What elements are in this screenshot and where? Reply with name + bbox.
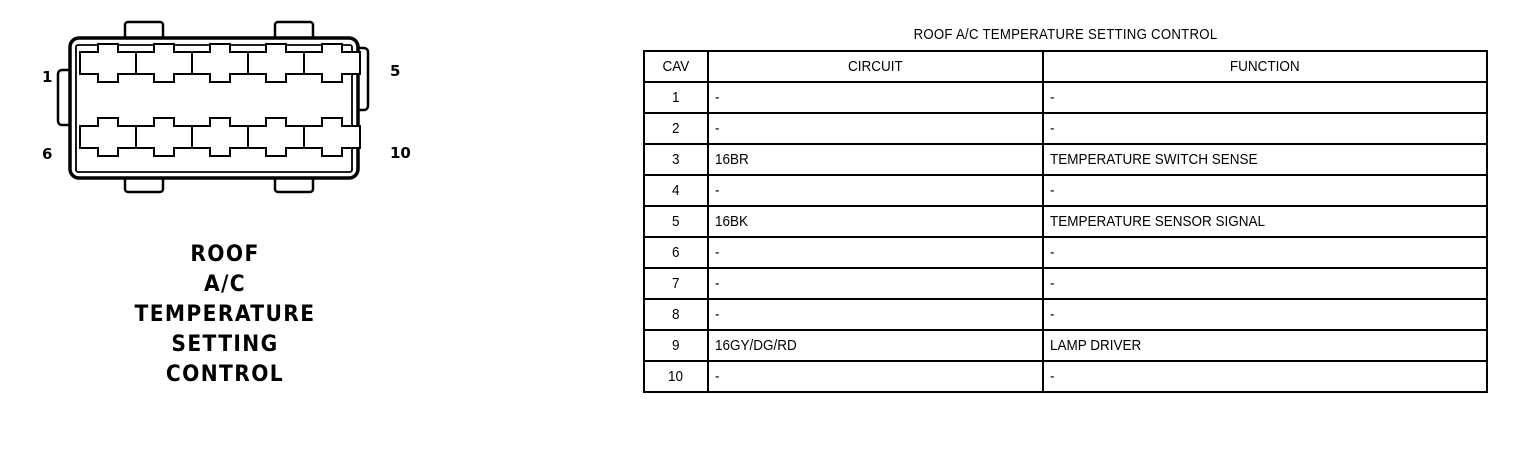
cell-cav: 10 [643, 360, 709, 393]
cell-cav-text: 7 [671, 275, 680, 292]
caption-line-3: TEMPERATURE [134, 302, 316, 327]
caption-line-4: SETTING [171, 332, 279, 357]
cavity-table: CAV CIRCUIT FUNCTION 1 - - 2 - - [643, 50, 1488, 393]
cell-circuit-text: - [715, 368, 720, 385]
cell-circuit: - [707, 236, 1044, 269]
pin-number-bottom-left: 6 [42, 145, 53, 163]
cell-function-text: LAMP DRIVER [1050, 337, 1142, 354]
cell-circuit: - [707, 360, 1044, 393]
cell-cav: 7 [643, 267, 709, 300]
cell-circuit: 16BR [707, 143, 1044, 176]
cell-function-text: TEMPERATURE SENSOR SIGNAL [1050, 213, 1266, 230]
table-row: 7 - - [643, 267, 1488, 300]
cell-circuit: - [707, 298, 1044, 331]
cell-circuit: - [707, 112, 1044, 145]
cell-cav: 9 [643, 329, 709, 362]
cell-circuit-text: - [715, 244, 720, 261]
cell-function: - [1042, 267, 1488, 300]
table-row: 10 - - [643, 360, 1488, 393]
connector-illustration-panel: 1 5 6 10 ROOF A/C TEMPERATURE SETTING CO… [0, 0, 620, 464]
cell-circuit: - [707, 81, 1044, 114]
cell-circuit: - [707, 174, 1044, 207]
pin-number-top-left: 1 [42, 68, 53, 86]
column-header-cav: CAV [643, 50, 709, 83]
cell-function-text: - [1050, 368, 1055, 385]
pin-number-top-right: 5 [390, 62, 401, 80]
cell-function-text: - [1050, 89, 1055, 106]
column-header-function-label: FUNCTION [1230, 58, 1300, 75]
cavity-table-panel: ROOF A/C TEMPERATURE SETTING CONTROL CAV… [643, 26, 1488, 393]
cell-circuit: 16GY/DG/RD [707, 329, 1044, 362]
cell-function: - [1042, 236, 1488, 269]
cell-function-text: - [1050, 306, 1055, 323]
cell-cav-text: 1 [671, 89, 680, 106]
caption-line-2: A/C [203, 272, 247, 297]
cavity-row-bottom [79, 117, 361, 157]
cell-circuit: 16BK [707, 205, 1044, 238]
cell-function-text: - [1050, 120, 1055, 137]
cell-function: - [1042, 298, 1488, 331]
cell-function-text: - [1050, 182, 1055, 199]
cell-cav-text: 9 [671, 337, 680, 354]
cell-circuit-text: 16GY/DG/RD [715, 337, 797, 354]
table-row: 5 16BK TEMPERATURE SENSOR SIGNAL [643, 205, 1488, 238]
column-header-cav-label: CAV [662, 58, 690, 75]
cell-function: TEMPERATURE SENSOR SIGNAL [1042, 205, 1488, 238]
table-header-row: CAV CIRCUIT FUNCTION [643, 50, 1488, 83]
cell-circuit-text: - [715, 306, 720, 323]
cell-circuit-text: 16BR [715, 151, 749, 168]
table-row: 8 - - [643, 298, 1488, 331]
cell-cav: 8 [643, 298, 709, 331]
table-row: 2 - - [643, 112, 1488, 145]
cell-cav-text: 4 [671, 182, 680, 199]
column-header-circuit: CIRCUIT [707, 50, 1044, 83]
table-row: 4 - - [643, 174, 1488, 207]
cell-cav: 5 [643, 205, 709, 238]
cell-cav: 1 [643, 81, 709, 114]
cell-circuit-text: 16BK [715, 213, 749, 230]
cell-cav: 3 [643, 143, 709, 176]
cell-function: - [1042, 81, 1488, 114]
cell-circuit: - [707, 267, 1044, 300]
cavity-pin-10 [303, 117, 361, 157]
pin-number-bottom-right: 10 [390, 144, 411, 162]
caption-line-1: ROOF [190, 242, 260, 267]
table-row: 6 - - [643, 236, 1488, 269]
table-title: ROOF A/C TEMPERATURE SETTING CONTROL [913, 26, 1218, 43]
cell-function: - [1042, 360, 1488, 393]
cell-cav: 2 [643, 112, 709, 145]
cell-function: - [1042, 112, 1488, 145]
cell-cav: 6 [643, 236, 709, 269]
table-row: 1 - - [643, 81, 1488, 114]
column-header-function: FUNCTION [1042, 50, 1488, 83]
connector-caption: ROOF A/C TEMPERATURE SETTING CONTROL [73, 240, 377, 390]
table-header: CAV CIRCUIT FUNCTION [643, 50, 1488, 83]
cell-cav-text: 8 [671, 306, 680, 323]
cell-circuit-text: - [715, 89, 720, 106]
cavity-row-top [79, 43, 361, 83]
column-header-circuit-label: CIRCUIT [848, 58, 903, 75]
cell-function-text: TEMPERATURE SWITCH SENSE [1050, 151, 1258, 168]
cell-cav-text: 10 [667, 368, 683, 385]
cell-circuit-text: - [715, 275, 720, 292]
cell-circuit-text: - [715, 182, 720, 199]
cell-function: TEMPERATURE SWITCH SENSE [1042, 143, 1488, 176]
caption-line-5: CONTROL [165, 362, 285, 387]
cell-cav-text: 6 [671, 244, 680, 261]
cell-cav: 4 [643, 174, 709, 207]
cell-cav-text: 2 [671, 120, 680, 137]
table-row: 9 16GY/DG/RD LAMP DRIVER [643, 329, 1488, 362]
cell-cav-text: 3 [671, 151, 680, 168]
cell-circuit-text: - [715, 120, 720, 137]
cell-cav-text: 5 [671, 213, 680, 230]
table-row: 3 16BR TEMPERATURE SWITCH SENSE [643, 143, 1488, 176]
table-body: 1 - - 2 - - 3 16BR TEMPERATURE SWITCH SE… [643, 81, 1488, 393]
cell-function-text: - [1050, 244, 1055, 261]
connector-diagram [56, 20, 370, 194]
cell-function: LAMP DRIVER [1042, 329, 1488, 362]
cell-function: - [1042, 174, 1488, 207]
cell-function-text: - [1050, 275, 1055, 292]
cavity-pin-5 [303, 43, 361, 83]
